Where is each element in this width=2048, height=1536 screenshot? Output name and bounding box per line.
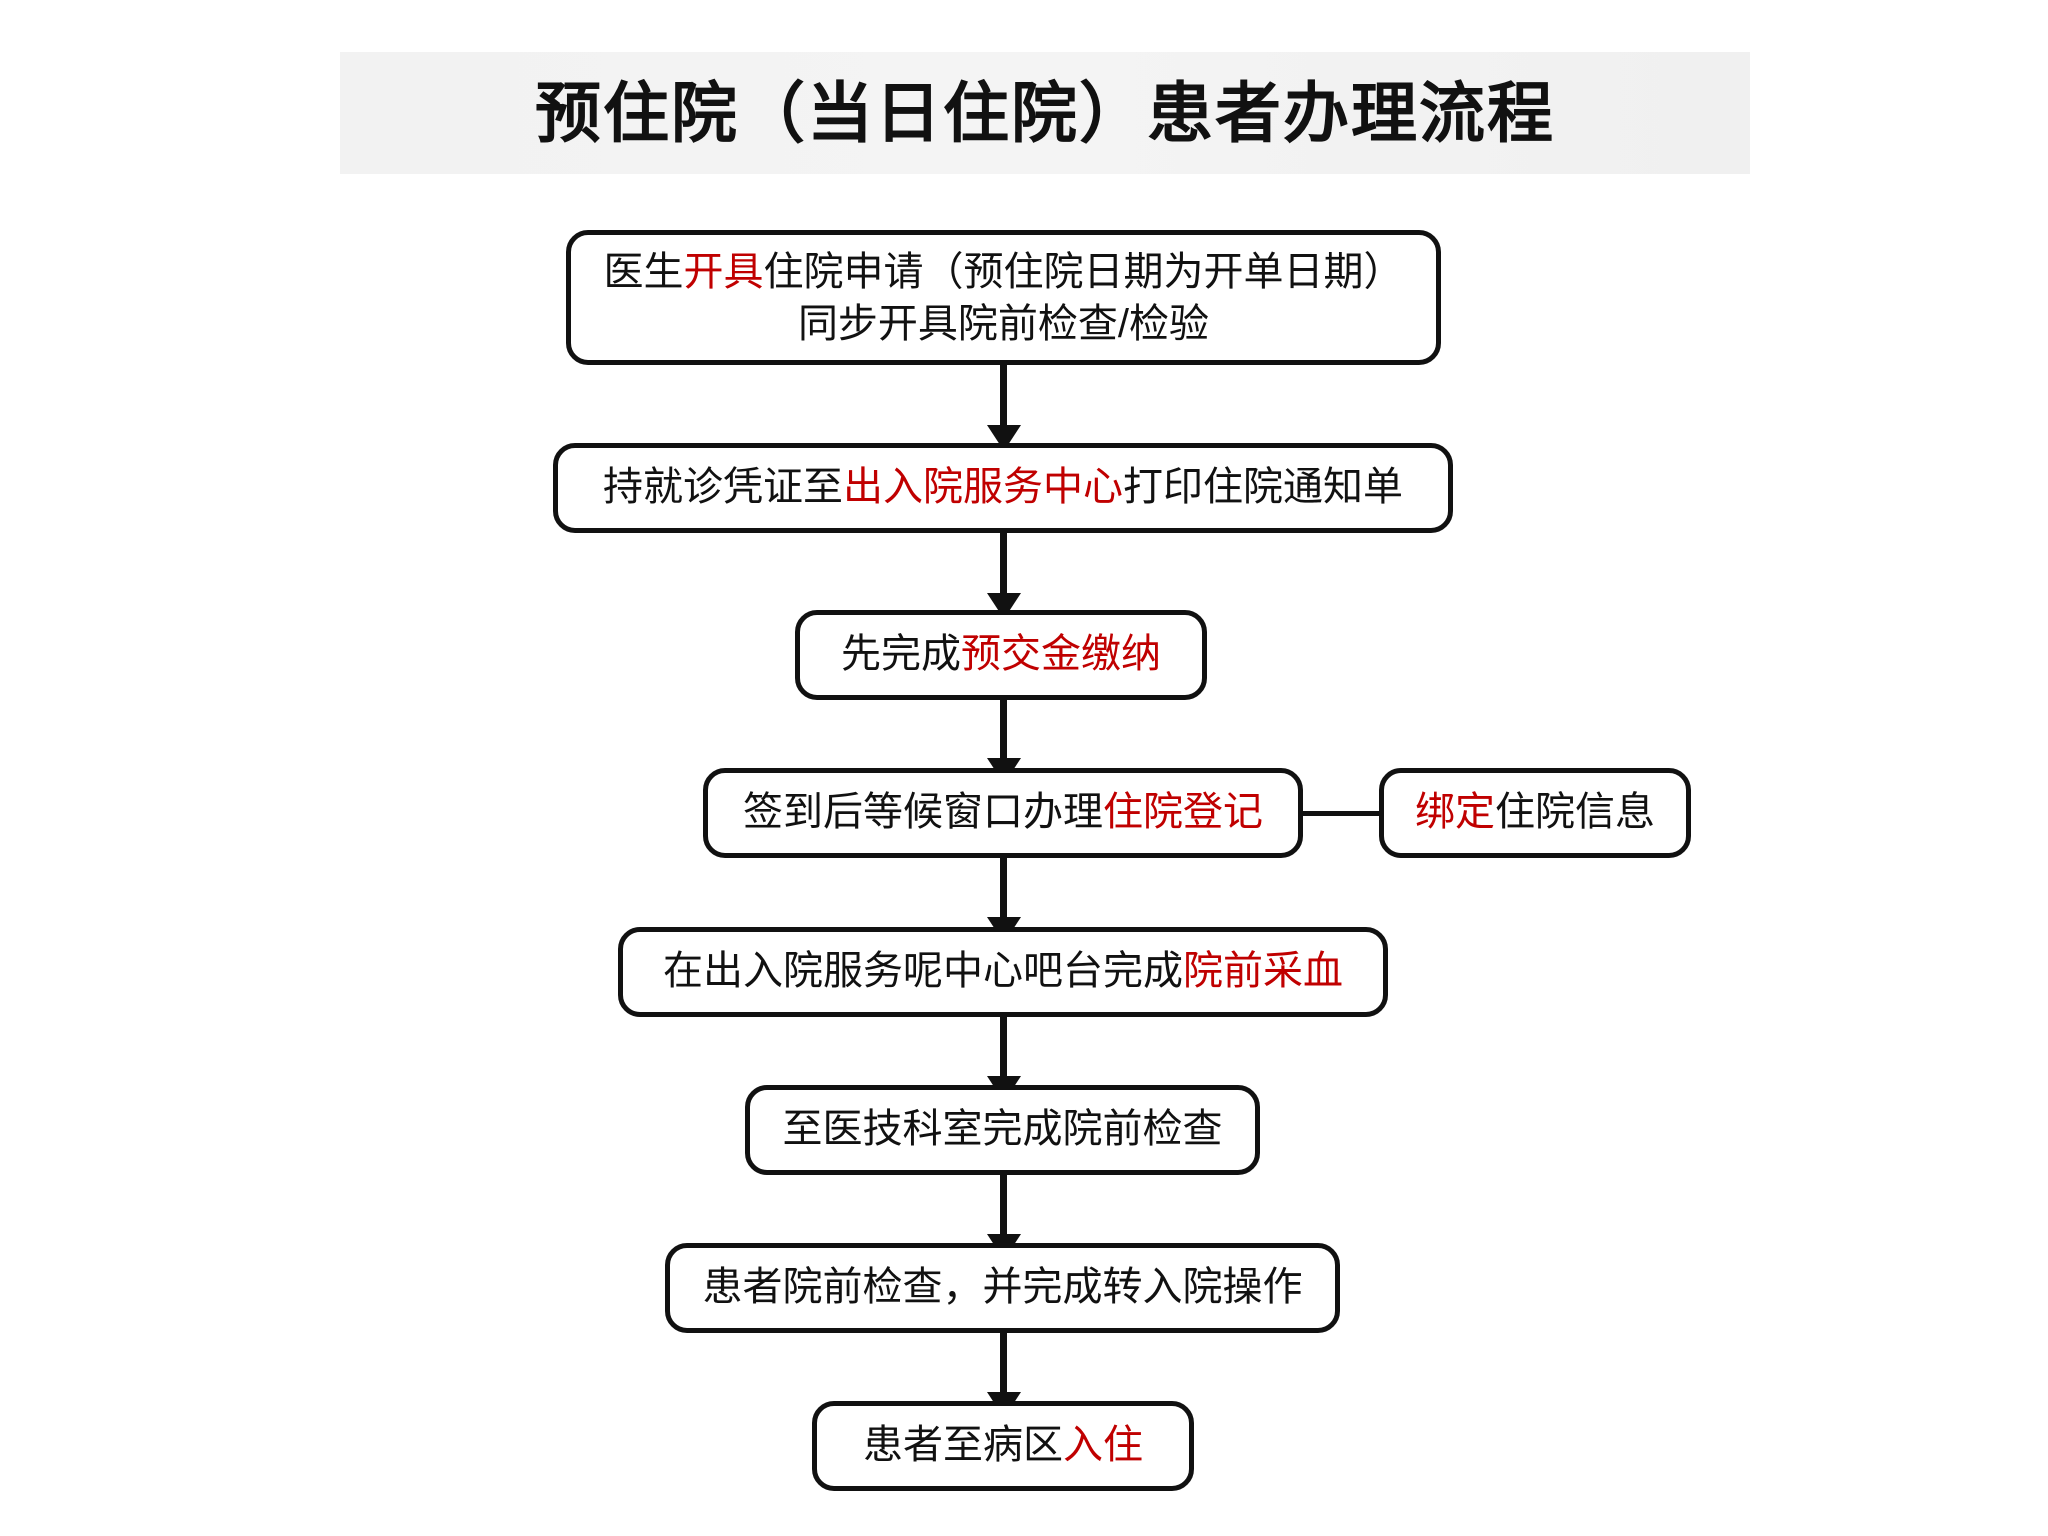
- page-title: 预住院（当日住院）患者办理流程: [535, 76, 1555, 150]
- flow-node-transfer-admission[interactable]: 患者院前检查，并完成转入院操作: [665, 1243, 1340, 1333]
- connector-5-6: [1000, 1017, 1007, 1083]
- connector-6-7: [1000, 1175, 1007, 1241]
- flow-node-print-notice[interactable]: 持就诊凭证至出入院服务中心打印住院通知单: [553, 443, 1453, 533]
- flow-node-prepayment[interactable]: 先完成预交金缴纳: [795, 610, 1207, 700]
- flow-node-doctor-order[interactable]: 医生开具住院申请（预住院日期为开单日期） 同步开具院前检查/检验: [566, 230, 1441, 365]
- flow-node-pre-blood-draw[interactable]: 在出入院服务呢中心吧台完成院前采血: [618, 927, 1388, 1017]
- connector-1-2: [1000, 365, 1007, 433]
- flow-node-admission-registration[interactable]: 签到后等候窗口办理住院登记: [703, 768, 1303, 858]
- connector-2-3: [1000, 533, 1007, 601]
- title-banner: 预住院（当日住院）患者办理流程: [340, 52, 1750, 174]
- flow-node-doctor-order-line2: 同步开具院前检查/检验: [797, 301, 1210, 346]
- flow-node-bind-info[interactable]: 绑定住院信息: [1379, 768, 1691, 858]
- flow-node-doctor-order-line1: 医生开具住院申请（预住院日期为开单日期）: [603, 249, 1404, 294]
- connector-3-4: [1000, 700, 1007, 765]
- flow-node-pre-exam[interactable]: 至医技科室完成院前检查: [745, 1085, 1260, 1175]
- flow-node-ward-stay[interactable]: 患者至病区入住: [812, 1401, 1194, 1491]
- connector-4-side: [1303, 811, 1379, 816]
- connector-4-5: [1000, 858, 1007, 924]
- connector-7-8: [1000, 1333, 1007, 1399]
